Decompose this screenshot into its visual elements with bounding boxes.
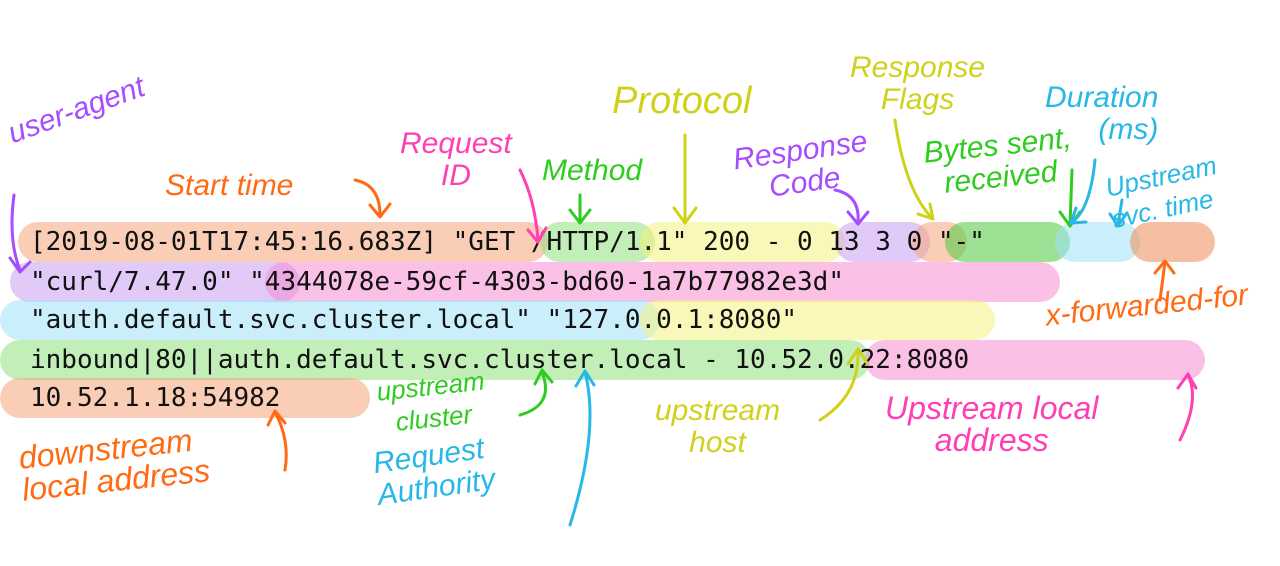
log-line-2: "curl/7.47.0" "4344078e-59cf-4303-bd60-1… xyxy=(30,267,844,297)
arrow-request-authority xyxy=(568,369,596,527)
arrow-duration xyxy=(1069,158,1097,225)
label-protocol: Protocol xyxy=(612,80,752,122)
arrow-user-agent xyxy=(8,193,32,274)
highlight-duration xyxy=(1055,222,1140,262)
arrow-response-code xyxy=(833,188,870,226)
arrow-upstream-host xyxy=(818,347,869,422)
label-method: Method xyxy=(542,154,643,187)
arrow-downstream-local-address xyxy=(266,409,288,472)
arrow-upstream-svc-time xyxy=(1108,198,1128,228)
arrow-upstream-cluster xyxy=(518,368,554,417)
log-line-4: inbound|80||auth.default.svc.cluster.loc… xyxy=(30,345,970,375)
highlight-bytes xyxy=(945,222,1070,262)
arrow-x-forwarded-for xyxy=(1153,259,1176,302)
log-line-1: [2019-08-01T17:45:16.683Z] "GET /HTTP/1.… xyxy=(30,227,985,257)
highlight-method xyxy=(540,222,655,262)
arrow-start-time xyxy=(353,178,392,219)
highlight-request-id xyxy=(265,262,1060,302)
highlight-x-forwarded-for xyxy=(1130,222,1215,262)
highlight-protocol xyxy=(640,222,845,262)
label-response-flags: Response Flags xyxy=(850,51,986,116)
highlight-request-authority xyxy=(0,300,660,340)
label-request-id: Request ID xyxy=(400,127,512,192)
highlight-upstream-cluster xyxy=(0,340,870,380)
log-line-3: "auth.default.svc.cluster.local" "127.0.… xyxy=(30,305,798,335)
highlight-downstream-local-address xyxy=(0,378,370,418)
highlight-upstream-host xyxy=(640,300,995,340)
arrow-upstream-local-address xyxy=(1176,372,1198,442)
log-line-5: 10.52.1.18:54982 xyxy=(30,383,281,413)
label-duration: Duration (ms) xyxy=(1045,81,1159,146)
highlight-upstream-local-address xyxy=(865,340,1205,380)
arrow-protocol xyxy=(672,133,698,225)
label-upstream-local-address: Upstream local address xyxy=(885,390,1099,458)
highlight-start-time xyxy=(18,222,548,262)
arrow-response-flags xyxy=(893,118,935,221)
highlight-user-agent xyxy=(10,262,300,302)
arrow-request-id xyxy=(518,168,548,244)
label-start-time: Start time xyxy=(165,169,294,202)
label-upstream-host: upstream host xyxy=(655,394,781,459)
arrow-method xyxy=(568,193,592,225)
